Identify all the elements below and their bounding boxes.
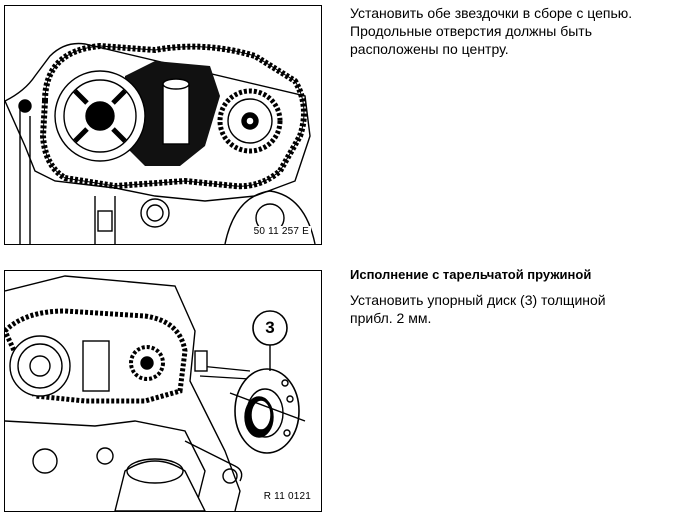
instruction-text-1: Установить обе звездочки в сборе с цепью… [350, 4, 670, 58]
figure-code-label: R 11 0121 [261, 491, 313, 503]
timing-chain-sprockets-figure: 50 11 257 E [4, 5, 322, 245]
instruction-line: Установить обе звездочки в сборе с цепью… [350, 5, 633, 21]
figure-code-label: 50 11 257 E [251, 226, 311, 238]
instruction-line: прибл. 2 мм. [350, 310, 432, 326]
thrust-washer-figure: 3 R 11 0121 [4, 270, 322, 512]
instruction-line: Установить упорный диск (3) толщиной [350, 292, 606, 308]
instruction-line: Продольные отверстия должны быть [350, 23, 593, 39]
instruction-text-2: Исполнение с тарельчатой пружиной Устано… [350, 267, 670, 327]
sprockets-drawing [5, 42, 316, 244]
section-heading: Исполнение с тарельчатой пружиной [350, 267, 592, 282]
thrust-washer-drawing [5, 275, 306, 511]
callout-number-3: 3 [265, 318, 275, 337]
instruction-line: расположены по центру. [350, 41, 509, 57]
